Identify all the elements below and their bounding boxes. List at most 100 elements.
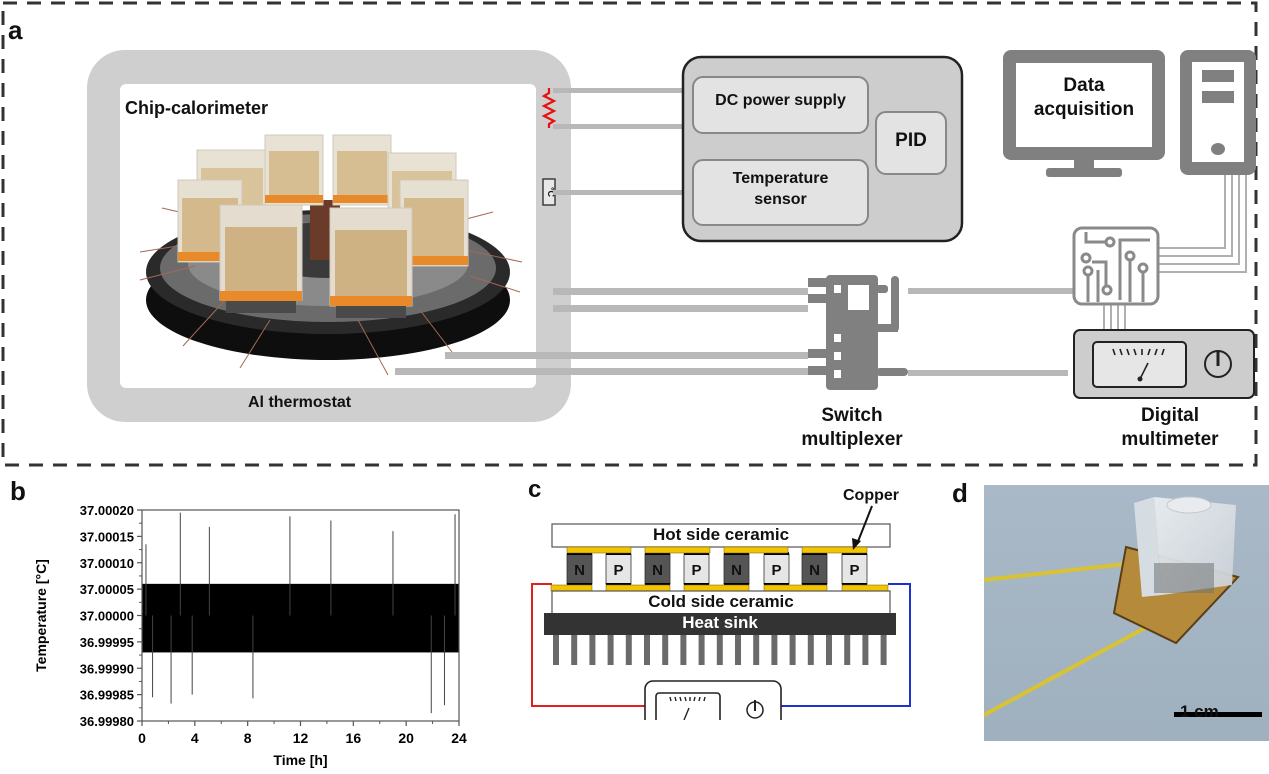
temperature-chart: 36.99980 36.99985 36.99990 36.99995 37.00000… [33, 503, 467, 768]
y-axis-label: Temperature [°C] [33, 559, 49, 672]
x-tick-label: 20 [398, 730, 414, 746]
copper-label: Copper [843, 487, 899, 504]
heat-sink-fin [625, 635, 632, 665]
heat-sink-fin [553, 635, 559, 665]
copper-strip-top [644, 546, 711, 554]
leg-contact [645, 552, 670, 555]
panel-a-dashed-frame [1, 1, 1258, 467]
leg-contact [684, 583, 709, 586]
hot-side-ceramic [551, 523, 891, 548]
scale-bar-label: 1 cm [1180, 702, 1219, 721]
leg-contact [842, 583, 867, 586]
temperature-sensor-label-line2: sensor [754, 191, 807, 208]
leg-label: P [613, 562, 623, 579]
temperature-series [141, 512, 460, 714]
heat-sink-fin [571, 635, 578, 665]
pid-label: PID [895, 130, 927, 151]
leg-contact [567, 583, 592, 586]
heat-sink-fin [716, 635, 723, 665]
p-type-leg [683, 553, 710, 585]
n-type-leg [801, 553, 828, 585]
hot-side-ceramic-label: Hot side ceramic [652, 525, 790, 544]
leg-contact [802, 583, 827, 586]
y-tick-label: 37.00000 [80, 609, 134, 624]
panel-a-label: a [8, 15, 23, 45]
copper-strip-top [801, 546, 868, 554]
y-tick-label: 37.00015 [80, 529, 134, 544]
x-tick-label: 12 [293, 730, 309, 746]
leg-contact [606, 583, 631, 586]
leg-label: N [809, 562, 820, 579]
dc-power-supply-box [692, 76, 869, 134]
copper-strip-top [723, 546, 789, 554]
leg-label: P [849, 562, 859, 579]
x-axis-label: Time [h] [273, 752, 327, 768]
leg-contact [684, 552, 709, 555]
switch-multiplexer-line1: Switch [821, 405, 883, 426]
x-tick-label: 8 [244, 730, 252, 746]
y-tick-label: 36.99995 [80, 635, 134, 650]
y-tick-label: 37.00010 [80, 556, 134, 571]
copper-strip-top [566, 546, 632, 554]
heat-sink-fin [789, 635, 796, 665]
panel-d-label: d [952, 478, 968, 508]
leg-label: P [771, 562, 781, 579]
x-tick-label: 16 [346, 730, 362, 746]
heat-sink-fin [589, 635, 596, 665]
leg-contact [606, 552, 631, 555]
cold-side-ceramic [551, 590, 891, 616]
leg-contact [567, 552, 592, 555]
leg-label: P [691, 562, 701, 579]
computer-tower-icon [1180, 50, 1256, 175]
data-acquisition-monitor-icon [1003, 50, 1165, 177]
data-acquisition-line1: Data [1063, 75, 1105, 96]
scale-bar [1174, 712, 1262, 717]
heat-sink-fin [680, 635, 687, 665]
switch-multiplexer-line2: multiplexer [801, 429, 903, 450]
series-dense-band [142, 583, 459, 653]
y-tick-label: 36.99980 [80, 714, 134, 729]
copper-strip-bottom [605, 584, 671, 592]
circuit-board-icon [1072, 226, 1160, 306]
y-axis: 36.99980 36.99985 36.99990 36.99995 37.00000… [80, 503, 142, 729]
leg-label: N [652, 562, 663, 579]
panel-c-label: c [528, 476, 542, 503]
heat-sink-fin [771, 635, 778, 665]
data-acquisition-line2: acquisition [1033, 99, 1135, 120]
leg-contact [802, 552, 827, 555]
temperature-sensor-box [692, 159, 869, 226]
temperature-sensor-label: Temperature sensor [693, 168, 868, 210]
switch-multiplexer-icon [808, 275, 908, 390]
multimeter-icon [644, 680, 782, 720]
panel-b-label: b [10, 476, 26, 506]
n-type-leg [566, 553, 593, 585]
heater-resistor-icon [541, 88, 557, 128]
switch-multiplexer-label: Switch multiplexer [792, 404, 912, 452]
leg-contact [842, 552, 867, 555]
y-tick-label: 36.99985 [80, 688, 134, 703]
copper-strip-bottom [550, 584, 593, 592]
p-type-leg [763, 553, 790, 585]
digital-multimeter-line2: multimeter [1121, 429, 1219, 450]
chip-calorimeter-label: Chip-calorimeter [125, 98, 269, 118]
heat-sink-fin [826, 635, 832, 665]
y-tick-label: 36.99990 [80, 661, 134, 676]
digital-multimeter-label: Digital multimeter [1100, 404, 1240, 452]
heat-sink-fin [807, 635, 814, 665]
x-tick-label: 0 [138, 730, 146, 746]
heat-sink-fin [862, 635, 869, 665]
data-acquisition-label: Data acquisition [1016, 74, 1152, 122]
heat-sink-fin [880, 635, 887, 665]
heat-sink-fin [662, 635, 669, 665]
heat-sink [544, 613, 896, 635]
digital-multimeter-icon [1073, 329, 1255, 399]
leg-contact [764, 583, 789, 586]
copper-strip-bottom [841, 584, 889, 592]
x-tick-label: 4 [191, 730, 199, 746]
leg-label: N [574, 562, 585, 579]
chip-calorimeter-illustration [139, 134, 523, 376]
leg-contact [764, 552, 789, 555]
panel-a-diagram: °C [1, 1, 1258, 467]
